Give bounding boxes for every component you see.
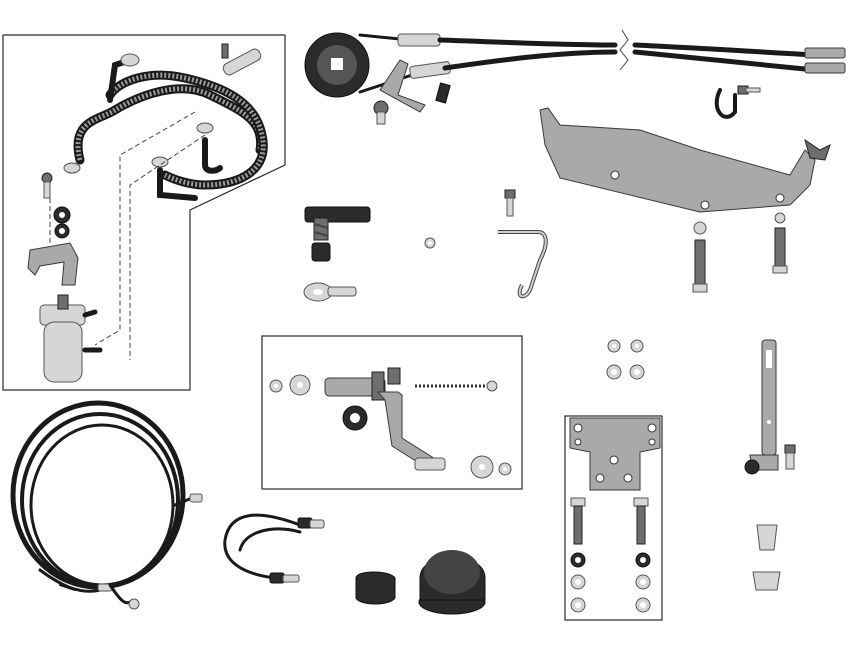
filter-bracket <box>27 242 79 286</box>
mounting-bracket-kit-frame <box>564 415 663 621</box>
hose-clamps <box>63 53 214 174</box>
lever-stopper <box>304 206 371 262</box>
lever-arm-assembly <box>269 367 512 479</box>
throttle-bracket <box>539 107 831 213</box>
eye-link <box>303 282 357 302</box>
control-cables <box>358 29 846 94</box>
cable-brackets <box>373 59 451 125</box>
hose-pin <box>221 43 262 76</box>
plate-bolts <box>570 497 649 545</box>
cable-clip <box>714 85 761 119</box>
grommet <box>355 571 396 605</box>
throttle-lever-kit-frame <box>261 335 523 490</box>
rubber-cap <box>418 550 486 615</box>
small-nut <box>424 237 436 249</box>
plate-bracket <box>569 417 661 491</box>
cable-drum <box>304 32 370 98</box>
bracket-bolts <box>692 212 788 293</box>
mount-washers <box>53 206 71 239</box>
fuel-filter-kit-panel <box>2 34 286 391</box>
fuel-hoses <box>73 57 268 201</box>
mount-bolt <box>41 172 53 199</box>
fuel-filter <box>39 294 103 383</box>
mounting-bracket-kit-panel <box>564 415 663 621</box>
plate-nuts <box>570 552 651 613</box>
washers <box>606 339 645 380</box>
fuel-filter-kit-frame <box>2 34 286 391</box>
wire-hook <box>498 189 548 299</box>
throttle-lever-kit-panel <box>261 335 523 490</box>
adjusting-link <box>744 339 796 475</box>
jumper-lead <box>223 513 325 584</box>
spacers <box>752 524 781 591</box>
wiring-harness <box>10 400 203 610</box>
small-bolt-1 <box>373 100 389 125</box>
fuel-kit-leader-lines <box>49 111 206 360</box>
